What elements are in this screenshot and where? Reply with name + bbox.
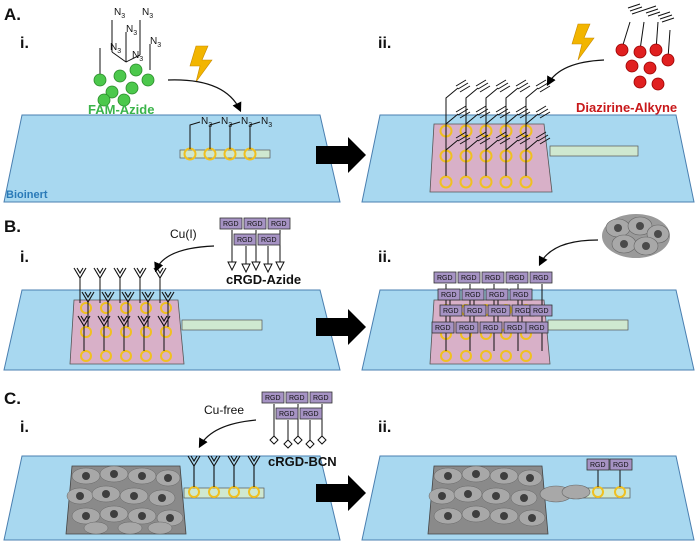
svg-text:RGD: RGD — [613, 462, 629, 469]
crgd-bcn-molecule: RGD RGD RGD RGD RGD — [261, 391, 333, 449]
svg-text:RGD: RGD — [515, 308, 531, 315]
azide-labels-a-i: N3 N3 N3 N3 — [201, 116, 272, 129]
diazirine-alkyne-label: Diazirine-Alkyne — [576, 100, 677, 115]
patch-b-i — [69, 299, 185, 365]
curved-arrow-icon — [198, 419, 257, 449]
svg-text:N3: N3 — [126, 24, 137, 37]
svg-text:RGD: RGD — [247, 221, 263, 228]
svg-text:RGD: RGD — [509, 275, 525, 282]
svg-text:RGD: RGD — [443, 308, 459, 315]
bioinert-label: Bioinert — [6, 189, 48, 201]
alkyne-linkers-a-ii — [445, 87, 539, 176]
svg-text:RGD: RGD — [485, 275, 501, 282]
svg-text:RGD: RGD — [279, 411, 295, 418]
svg-text:RGD: RGD — [289, 395, 305, 402]
cell-layer-c-i — [65, 465, 187, 535]
panel-b-label: B. — [4, 217, 21, 236]
svg-text:RGD: RGD — [483, 325, 499, 332]
svg-text:RGD: RGD — [513, 292, 529, 299]
panel-a-label: A. — [4, 5, 21, 24]
cu-i-label: Cu(I) — [170, 227, 197, 241]
cell-layer-c-ii — [427, 465, 549, 535]
svg-text:RGD: RGD — [223, 221, 239, 228]
migrating-cells — [539, 484, 591, 503]
ring-grid-b-i — [80, 302, 172, 362]
svg-text:RGD: RGD — [303, 411, 319, 418]
panel-c: C. i. ii. — [3, 389, 695, 541]
svg-text:N3: N3 — [142, 7, 153, 20]
svg-text:RGD: RGD — [459, 325, 475, 332]
svg-text:RGD: RGD — [467, 308, 483, 315]
cell-cluster — [602, 214, 670, 258]
cup-linkers-c-i — [187, 455, 261, 487]
panel-c-ii-label: ii. — [378, 419, 391, 436]
svg-text:N3: N3 — [241, 116, 252, 129]
panel-b: B. i. ii. — [3, 214, 695, 371]
block-arrow-right-icon — [316, 309, 366, 345]
lightning-icon — [571, 23, 595, 61]
panel-a: A. i. ii. Bioinert N3 N3 N3 N3 — [3, 3, 695, 203]
svg-text:N3: N3 — [221, 116, 232, 129]
svg-text:RGD: RGD — [265, 395, 281, 402]
panel-c-i-label: i. — [20, 419, 29, 436]
lightning-icon — [189, 45, 213, 83]
svg-text:RGD: RGD — [590, 462, 606, 469]
crgd-azide-molecule: RGD RGD RGD RGD RGD — [219, 217, 291, 274]
panel-b-i-label: i. — [20, 249, 29, 266]
curved-arrow-icon — [154, 245, 215, 273]
cu-free-label: Cu-free — [204, 403, 244, 417]
strip-c-i — [183, 487, 265, 499]
crgd-bcn-label: cRGD-BCN — [268, 454, 337, 469]
svg-text:RGD: RGD — [271, 221, 287, 228]
azide-linkers-a-i — [189, 121, 261, 149]
triple-bond-marks-a-ii — [455, 79, 551, 145]
alkyne-stems-b-i — [79, 278, 169, 351]
svg-text:RGD: RGD — [489, 292, 505, 299]
svg-text:RGD: RGD — [533, 308, 549, 315]
rgd-linkers-c-ii: RGD RGD — [586, 458, 633, 487]
svg-text:RGD: RGD — [261, 237, 277, 244]
svg-text:RGD: RGD — [491, 308, 507, 315]
panel-b-ii-label: ii. — [378, 249, 391, 266]
svg-text:RGD: RGD — [507, 325, 523, 332]
strip-b-i — [181, 319, 263, 331]
svg-text:N3: N3 — [150, 36, 161, 49]
svg-text:RGD: RGD — [529, 325, 545, 332]
svg-text:RGD: RGD — [437, 275, 453, 282]
svg-text:N3: N3 — [261, 116, 272, 129]
svg-text:N3: N3 — [114, 7, 125, 20]
svg-text:RGD: RGD — [313, 395, 329, 402]
svg-text:RGD: RGD — [435, 325, 451, 332]
panel-a-i-label: i. — [20, 35, 29, 52]
fam-azide-label: FAM-Azide — [88, 102, 154, 117]
svg-text:N3: N3 — [132, 50, 143, 63]
curved-arrow-icon — [546, 59, 605, 87]
fam-azide-molecule: N3 N3 N3 N3 N3 N3 — [93, 7, 161, 107]
diazirine-alkyne-molecule — [615, 3, 675, 91]
svg-text:N3: N3 — [110, 42, 121, 55]
surface-a-i — [3, 114, 341, 203]
panel-c-label: C. — [4, 389, 21, 408]
svg-text:RGD: RGD — [237, 237, 253, 244]
strip-b-ii — [547, 319, 629, 331]
svg-text:RGD: RGD — [441, 292, 457, 299]
curved-arrow-icon — [167, 79, 242, 113]
block-arrow-right-icon — [316, 475, 366, 511]
crgd-azide-label: cRGD-Azide — [226, 272, 301, 287]
svg-text:RGD: RGD — [465, 292, 481, 299]
panel-a-ii-label: ii. — [378, 35, 391, 52]
strip-a-ii — [549, 145, 639, 157]
svg-text:RGD: RGD — [461, 275, 477, 282]
svg-text:N3: N3 — [201, 116, 212, 129]
svg-text:RGD: RGD — [533, 275, 549, 282]
block-arrow-right-icon — [316, 137, 366, 173]
curved-arrow-icon — [538, 239, 599, 267]
